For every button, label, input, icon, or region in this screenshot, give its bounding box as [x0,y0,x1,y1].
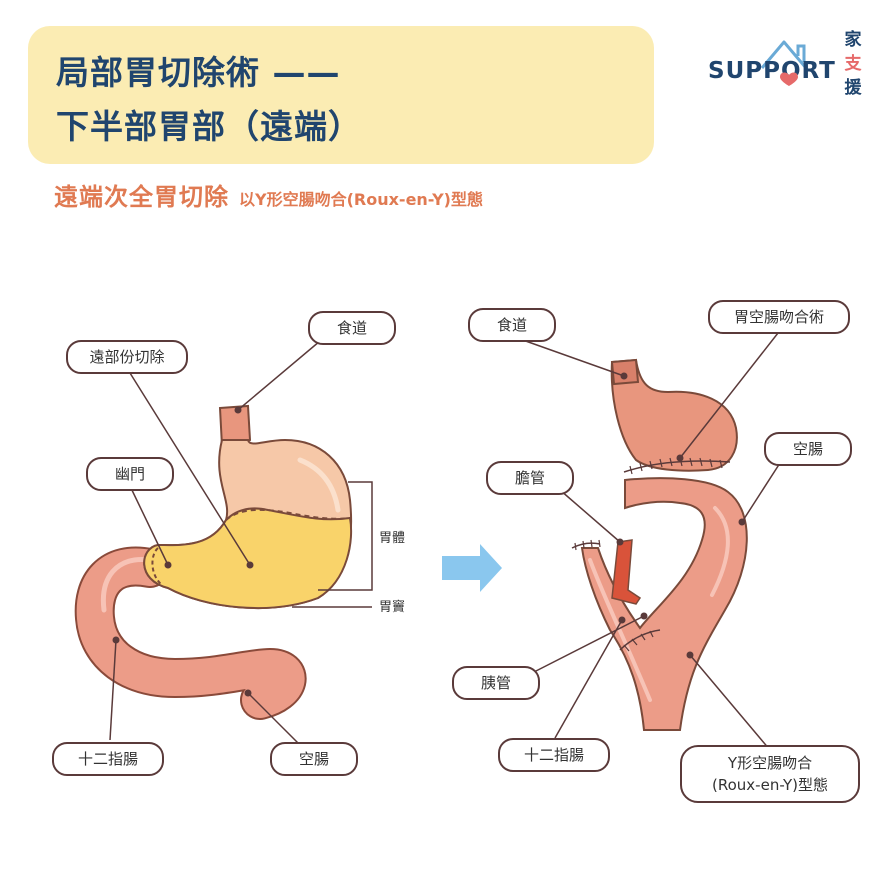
label-esophagus-left: 食道 [308,311,396,345]
house-outline-icon [760,40,808,69]
label-pancreatic-duct: 胰管 [452,666,540,700]
support-logo: SUPPORT 家 支 援 [700,28,870,108]
label-antrum: 胃竇 [379,600,406,615]
right-jejunum-limb [580,477,748,731]
logo-char-3: 援 [844,78,862,98]
logo-char-2: 支 [844,54,862,74]
arrow-icon [442,544,502,592]
label-jejunum-left: 空腸 [270,742,358,776]
subtitle: 遠端次全胃切除以Y形空腸吻合(Roux-en-Y)型態 [54,177,483,212]
label-distal-resection: 遠部份切除 [66,340,188,374]
label-esophagus-right: 食道 [468,308,556,342]
left-resected-part [143,507,353,610]
label-duodenum-left: 十二指腸 [52,742,164,776]
label-pylorus: 幽門 [86,457,174,491]
label-jejunum-right: 空腸 [764,432,852,466]
subtitle-main: 遠端次全胃切除 [54,183,229,211]
logo-char-1: 家 [844,30,862,50]
right-stomach-remnant [610,358,738,472]
label-stomach-body: 胃體 [379,531,406,546]
label-gastrojejunostomy: 胃空腸吻合術 [708,300,850,334]
right-bile-duct [611,539,642,605]
logo-chars: 家 支 援 [841,28,865,100]
title-line-2: 下半部胃部（遠端） [56,107,362,146]
logo-text: SUPPORT [708,58,836,84]
label-duodenum-right: 十二指腸 [498,738,610,772]
left-stomach [74,404,353,720]
label-bile-duct: 膽管 [486,461,574,495]
label-roux-en-y: Y形空腸吻合 (Roux-en-Y)型態 [680,745,860,803]
right-reconstruction [571,358,748,731]
left-leader-lines [109,340,373,744]
title-box [28,26,654,164]
heart-icon [780,72,798,86]
label-roux-en-y-line2: (Roux-en-Y)型態 [712,776,828,794]
label-roux-en-y-line1: Y形空腸吻合 [727,754,813,772]
right-leader-lines [519,332,781,751]
title-line-1: 局部胃切除術 —— [56,53,341,92]
subtitle-detail: 以Y形空腸吻合(Roux-en-Y)型態 [239,190,483,209]
